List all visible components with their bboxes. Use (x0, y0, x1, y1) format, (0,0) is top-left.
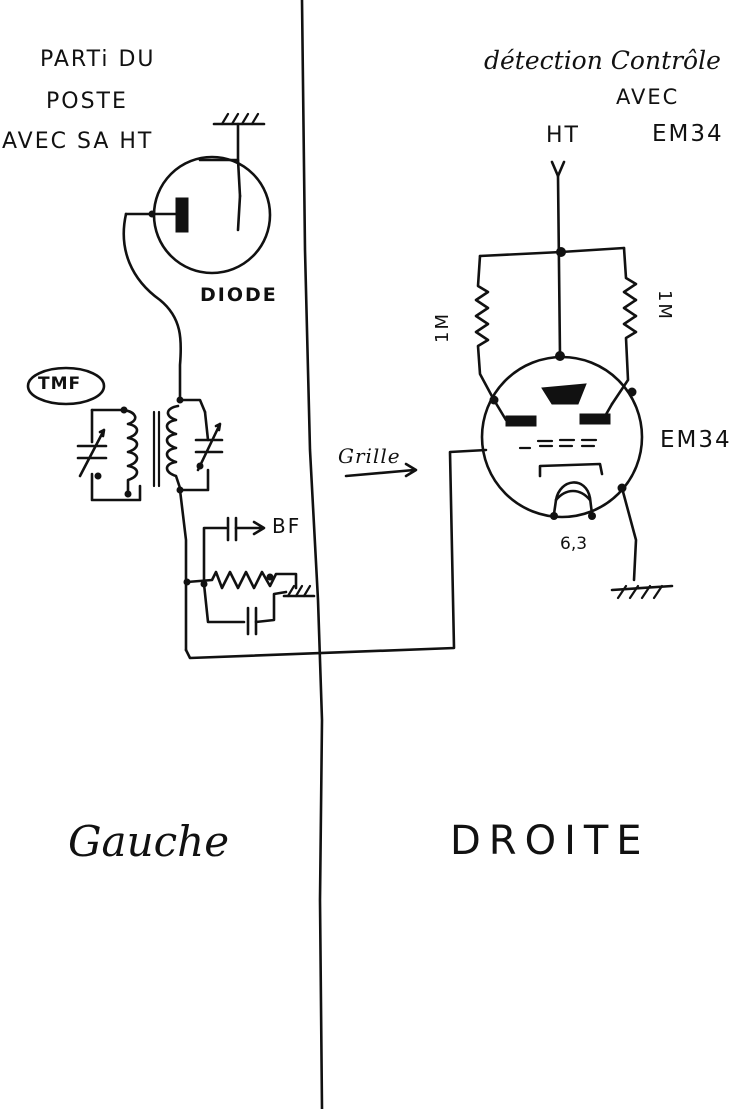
diode-symbol (124, 122, 272, 275)
em34-tube (480, 355, 644, 520)
ht-label: HT (546, 123, 580, 148)
em34-side-label: EM34 (660, 427, 732, 453)
left-title-line3: AVEC SA HT (2, 129, 154, 154)
diode-label: DIODE (200, 284, 278, 306)
detection-load (178, 488, 298, 652)
resistor-right (610, 246, 638, 406)
right-title-line2: AVEC (616, 85, 680, 109)
grille-label: Grille (338, 444, 401, 468)
ground-bf (282, 584, 316, 598)
tmf-label-oval (26, 366, 106, 406)
heater-label: 6,3 (560, 534, 588, 554)
right-title-line1: détection Contrôle (484, 46, 721, 75)
ground-top-left (212, 112, 266, 126)
ht-supply-line (478, 160, 626, 361)
tmf-label: TMF (38, 374, 82, 394)
left-title-line2: POSTE (46, 89, 128, 114)
em34-top-label: EM34 (652, 121, 724, 147)
left-title-line1: PARTi DU (40, 47, 156, 72)
grille-arrow (344, 462, 418, 478)
ground-em34 (610, 486, 674, 600)
resistor-left-label: 1M (432, 311, 454, 343)
divider-line (300, 0, 324, 1109)
tmf-transformer (76, 396, 224, 502)
bf-label: BF (272, 514, 302, 538)
resistor-left (474, 254, 496, 402)
grid-wire (184, 448, 488, 660)
panel-label-left: Gauche (68, 817, 230, 866)
diode-wire (122, 212, 183, 402)
resistor-right-label: 1M (653, 289, 675, 321)
panel-label-right: DROITE (450, 818, 650, 864)
